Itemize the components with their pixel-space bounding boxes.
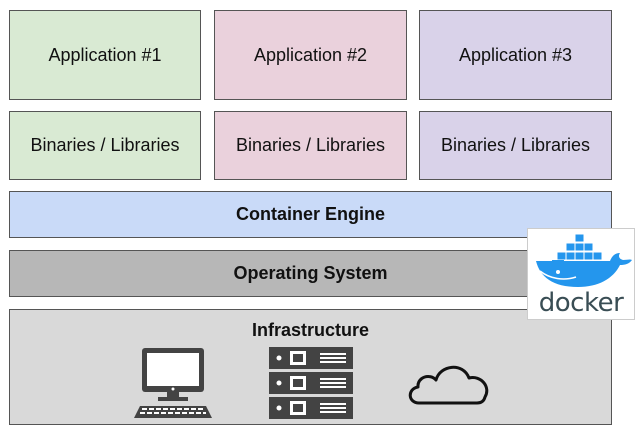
cloud-icon — [408, 365, 489, 405]
computer-icon — [134, 348, 212, 418]
application-1-box: Application #1 — [9, 10, 201, 100]
application-1-label: Application #1 — [48, 44, 162, 65]
docker-wordmark: docker — [538, 288, 624, 318]
application-2-label: Application #2 — [253, 44, 368, 65]
container-engine-layer: Container Engine — [9, 191, 612, 238]
docker-logo: docker — [527, 228, 635, 320]
binaries-libraries-2-box: Binaries / Libraries — [214, 111, 407, 180]
server-rack-icon — [269, 347, 353, 419]
container-engine-label: Container Engine — [235, 204, 385, 224]
docker-whale-icon — [536, 233, 632, 287]
infrastructure-layer: Infrastructure — [9, 309, 612, 425]
infrastructure-label: Infrastructure — [251, 320, 370, 340]
binaries-libraries-2-label: Binaries / Libraries — [235, 135, 386, 155]
operating-system-label: Operating System — [233, 263, 388, 283]
application-3-label: Application #3 — [458, 44, 573, 65]
application-2-box: Application #2 — [214, 10, 407, 100]
binaries-libraries-1-box: Binaries / Libraries — [9, 111, 201, 180]
operating-system-layer: Operating System — [9, 250, 612, 297]
binaries-libraries-1-label: Binaries / Libraries — [30, 135, 180, 155]
application-3-box: Application #3 — [419, 10, 612, 100]
binaries-libraries-3-label: Binaries / Libraries — [440, 135, 591, 155]
binaries-libraries-3-box: Binaries / Libraries — [419, 111, 612, 180]
